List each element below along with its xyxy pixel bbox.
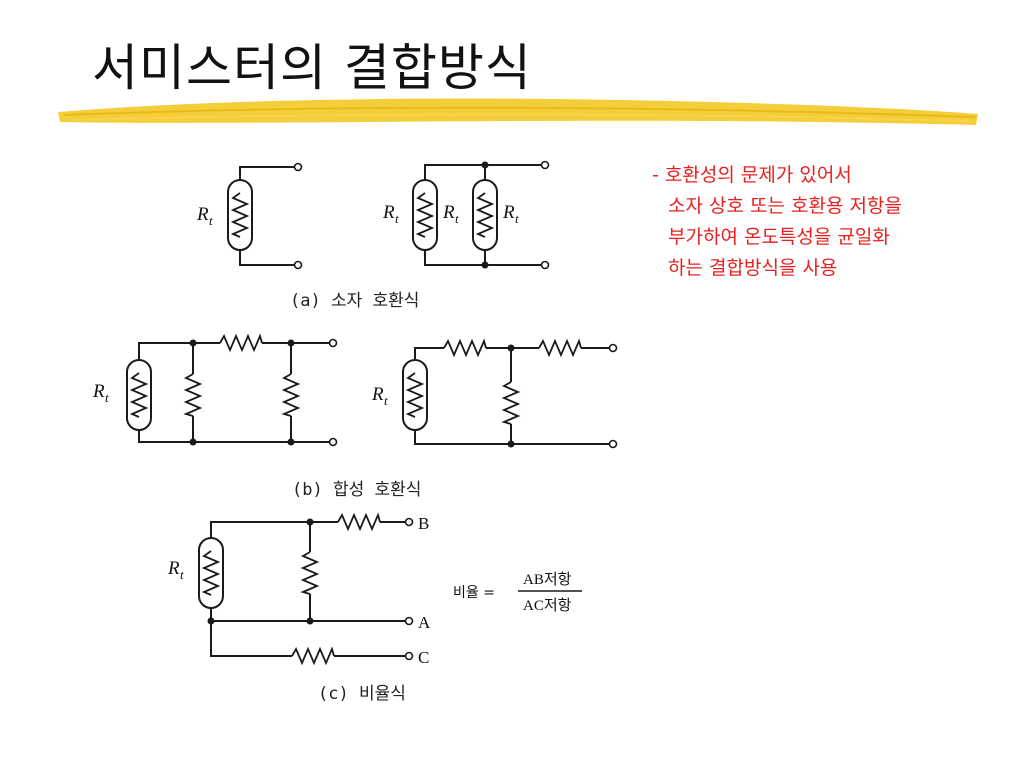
page-title: 서미스터의 결합방식	[92, 39, 532, 97]
note-line: - 호환성의 문제가 있어서	[652, 164, 852, 186]
circuit-c-ratio: B A C R t	[167, 514, 431, 667]
thermistor-label: R	[382, 202, 395, 223]
thermistor-subscript: t	[395, 211, 399, 226]
caption-c: (c) 비율식	[318, 684, 406, 704]
ratio-denominator: AC저항	[523, 597, 572, 614]
thermistor-subscript: t	[515, 211, 519, 226]
thermistor-subscript: t	[209, 213, 213, 228]
terminal-a-label: A	[418, 613, 431, 632]
thermistor-subscript: t	[105, 390, 109, 405]
note-line: 하는 결합방식을 사용	[668, 257, 838, 279]
ratio-label: 비율 =	[453, 585, 495, 601]
note-text: - 호환성의 문제가 있어서 소자 상호 또는 호환용 저항을 부가하여 온도특…	[652, 160, 1012, 284]
circuit-b-left: R t	[92, 335, 338, 447]
note-line: 부가하여 온도특성을 균일화	[668, 226, 890, 248]
circuit-a-single: R t	[196, 162, 303, 270]
thermistor-subscript: t	[384, 393, 388, 408]
thermistor-label: R	[196, 204, 209, 225]
ratio-numerator: AB저항	[523, 571, 572, 588]
thermistor-label: R	[442, 202, 455, 223]
circuit-b-right: R t	[371, 340, 618, 449]
ratio-formula: 비율 = AB저항 AC저항	[453, 571, 582, 614]
thermistor-label: R	[371, 384, 384, 405]
note-line: 소자 상호 또는 호환용 저항을	[668, 195, 902, 217]
thermistor-subscript: t	[455, 211, 459, 226]
thermistor-label: R	[92, 381, 105, 402]
terminal-c-label: C	[418, 648, 429, 667]
caption-a: (a) 소자 호환식	[290, 291, 419, 311]
terminal-b-label: B	[418, 514, 429, 533]
thermistor-label: R	[167, 558, 180, 579]
caption-b: (b) 합성 호환식	[292, 480, 421, 500]
circuit-a-parallel: R t R t R t	[382, 160, 550, 270]
thermistor-label: R	[502, 202, 515, 223]
thermistor-subscript: t	[180, 567, 184, 582]
